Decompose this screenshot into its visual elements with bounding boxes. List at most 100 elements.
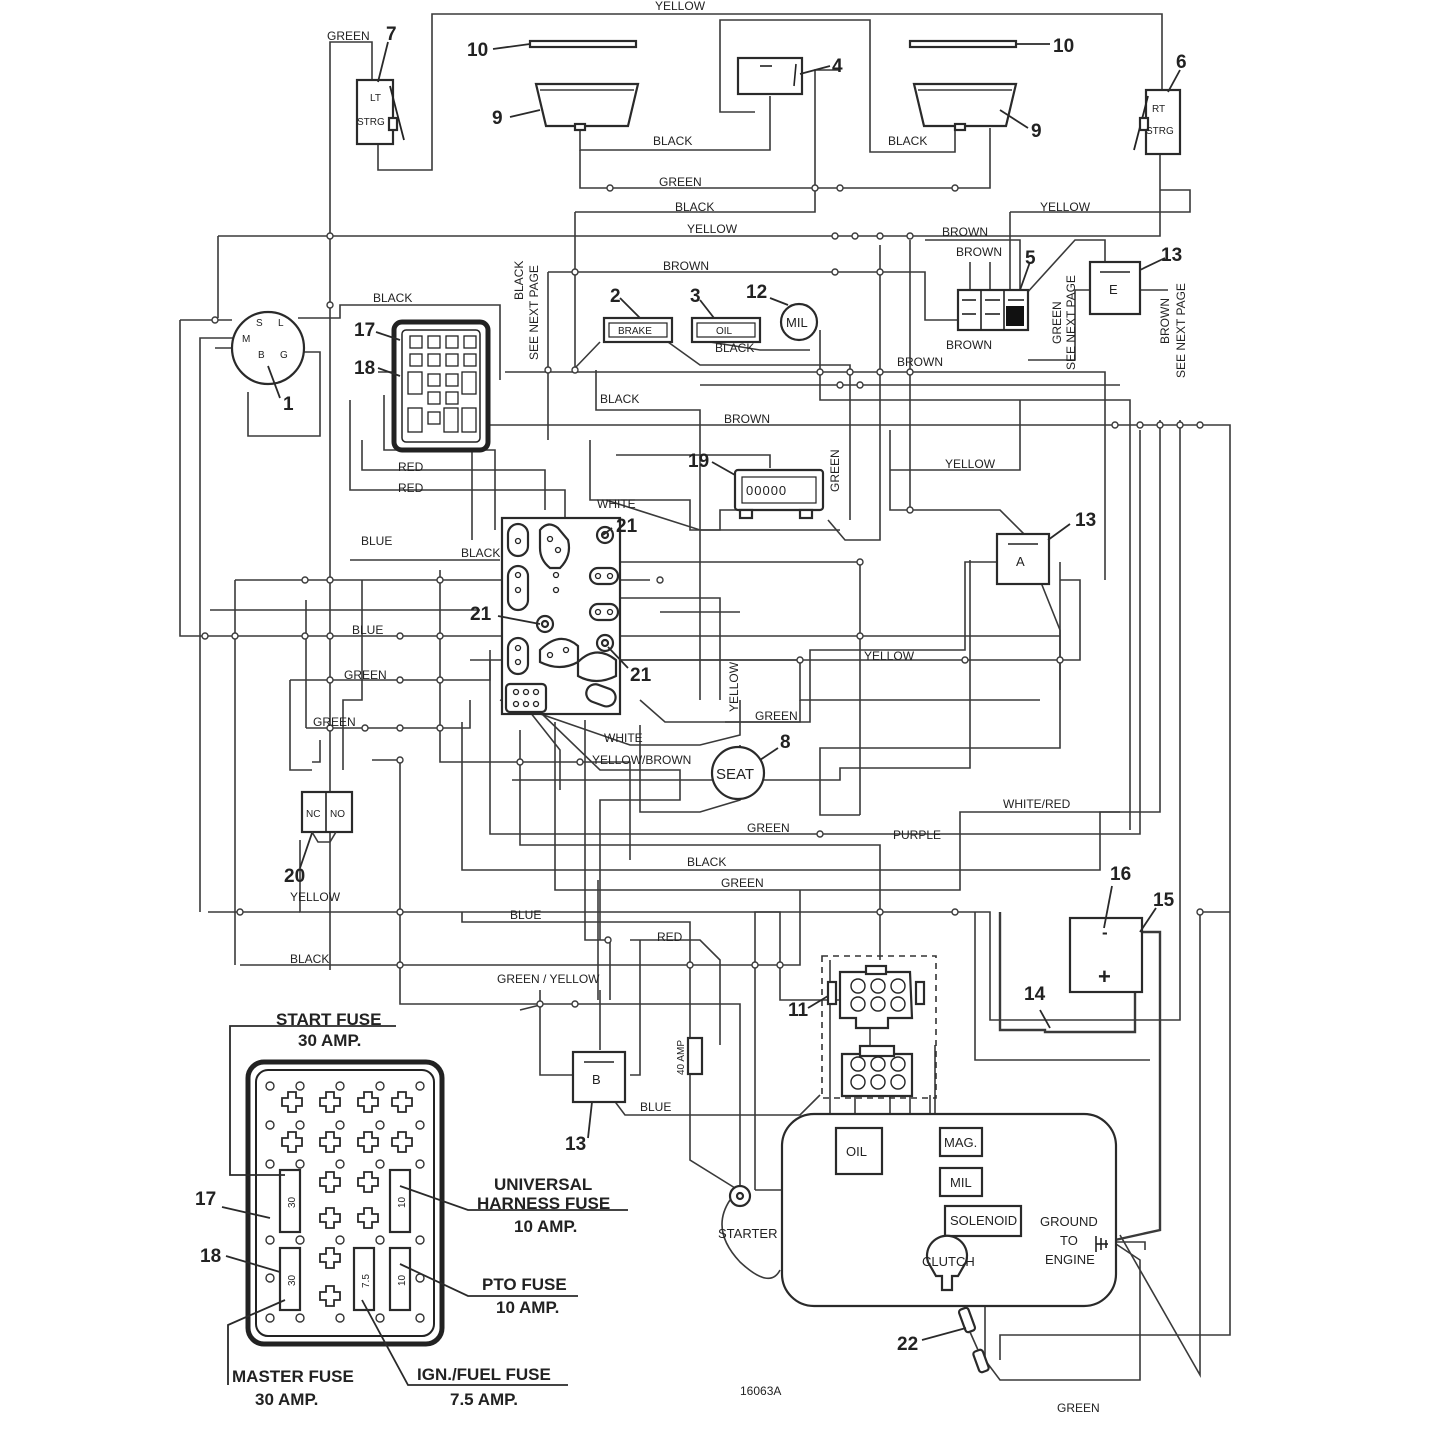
key-terminal-s: S <box>256 318 263 329</box>
switch-5 <box>956 288 1030 332</box>
fuse-universal-value: 10 <box>397 1196 408 1208</box>
wire-label: BROWN <box>663 259 709 273</box>
callout-number: 1 <box>283 394 294 415</box>
relay-a: A <box>995 532 1051 586</box>
relay-e: E <box>1088 260 1142 316</box>
callout-number: 18 <box>200 1246 221 1267</box>
relay-b: B <box>571 1050 627 1104</box>
clutch-connector <box>957 1306 990 1374</box>
callout-number: 20 <box>284 866 305 887</box>
callout-number: 17 <box>354 320 375 341</box>
drawing-number: 16063A <box>740 1384 781 1398</box>
headlight-9-left <box>534 82 640 132</box>
starter: STARTER <box>718 1184 781 1280</box>
wire-label: GREEN / YELLOW <box>497 972 600 986</box>
wire-label: YELLOW/BROWN <box>592 753 691 767</box>
oil-label: OIL <box>716 326 733 337</box>
wire-label: BLUE <box>510 908 541 922</box>
hour-meter: 00000 <box>733 468 825 520</box>
wire-label: BLACK <box>512 261 526 300</box>
wire-labels: YELLOW GREEN BLACK BLACK GREEN BLACK YEL… <box>290 0 1188 1415</box>
wire-label: BLACK <box>600 392 639 406</box>
callout-leaders <box>267 41 1181 1341</box>
callout-number: 5 <box>1025 248 1036 269</box>
fuse-ign-value: 7.5 <box>361 1274 372 1288</box>
callout-numbers: 1 2 3 4 5 6 7 8 9 9 10 10 11 12 13 13 13… <box>195 24 1187 1355</box>
callout-number: 15 <box>1153 890 1175 911</box>
rt-label: RT <box>1152 104 1165 115</box>
callout-number: 2 <box>610 286 621 307</box>
callout-number: 10 <box>1053 36 1074 57</box>
master-fuse-title: MASTER FUSE <box>232 1367 354 1386</box>
wire-label: BLACK <box>653 134 692 148</box>
no-label: NO <box>330 809 345 820</box>
callout-number: 8 <box>780 732 791 753</box>
engine-mag-label: MAG. <box>944 1135 977 1150</box>
key-switch: S L M B G <box>230 310 306 386</box>
relay-a-label: A <box>1016 554 1025 569</box>
key-terminal-g: G <box>280 350 288 361</box>
wire-label: WHITE/RED <box>1003 797 1071 811</box>
wire-label: YELLOW <box>687 222 738 236</box>
wire-label: BLACK <box>290 952 329 966</box>
callout-number: 13 <box>1161 245 1182 266</box>
nc-label: NC <box>306 809 320 820</box>
wire-label: RED <box>657 930 683 944</box>
wire-label: BLUE <box>361 534 392 548</box>
fuse-master-value: 30 <box>287 1274 298 1286</box>
lamp-10-left <box>528 39 638 49</box>
engine-oil-label: OIL <box>846 1144 867 1159</box>
wire-label: BLUE <box>352 623 383 637</box>
callout-number: 9 <box>492 108 503 129</box>
universal-fuse-amp: 10 AMP. <box>514 1217 577 1236</box>
callout-number: 18 <box>354 358 375 379</box>
universal-fuse-title-2: HARNESS FUSE <box>477 1194 610 1213</box>
wire-label: BLACK <box>675 200 714 214</box>
key-terminal-b: B <box>258 350 265 361</box>
wire-label: YELLOW <box>655 0 706 13</box>
lt-strg-label: STRG <box>357 117 385 128</box>
wire-label: WHITE <box>604 731 643 745</box>
lt-label: LT <box>370 93 381 104</box>
callout-number: 13 <box>565 1134 586 1155</box>
wire-label: BLACK <box>715 341 754 355</box>
callout-number: 21 <box>470 604 492 625</box>
brake-switch: BRAKE <box>602 316 674 344</box>
hour-meter-digits: 00000 <box>746 483 787 498</box>
fuse-40-label: 40 AMP <box>676 1040 687 1075</box>
callout-number: 21 <box>630 665 652 686</box>
ground-label-1: GROUND <box>1040 1214 1098 1229</box>
key-terminal-l: L <box>278 318 284 329</box>
wire-label: BROWN <box>956 245 1002 259</box>
wire-label: BROWN <box>897 355 943 369</box>
callout-number: 4 <box>832 56 843 77</box>
fuse-pto-value: 10 <box>397 1274 408 1286</box>
mil-light: MIL <box>779 302 819 342</box>
wire-label: SEE NEXT PAGE <box>527 265 541 360</box>
ground-label-2: TO <box>1060 1233 1078 1248</box>
callout-number: 22 <box>897 1334 918 1355</box>
rt-steering-switch: RT STRG <box>1133 88 1182 156</box>
connector-11 <box>821 955 937 1099</box>
wire-label: BROWN <box>724 412 770 426</box>
wire-label: BROWN <box>1158 298 1172 344</box>
ground-icon <box>1095 1236 1108 1252</box>
relay-e-label: E <box>1109 282 1118 297</box>
pto-fuse-title: PTO FUSE <box>482 1275 567 1294</box>
relay-b-label: B <box>592 1072 601 1087</box>
wire-label: SEE NEXT PAGE <box>1064 275 1078 370</box>
rt-strg-label: STRG <box>1146 126 1174 137</box>
wire-label: YELLOW <box>945 457 996 471</box>
callout-number: 9 <box>1031 121 1042 142</box>
callout-number: 17 <box>195 1189 216 1210</box>
callout-number: 12 <box>746 282 767 303</box>
seat-label: SEAT <box>716 766 754 783</box>
pto-switch <box>500 516 622 716</box>
start-fuse-title: START FUSE <box>276 1010 381 1029</box>
callout-number: 19 <box>688 451 709 472</box>
callout-number: 7 <box>386 24 397 45</box>
callout-number: 11 <box>788 1000 809 1021</box>
oil-light: OIL <box>690 316 762 344</box>
starter-label: STARTER <box>718 1226 777 1241</box>
key-terminal-m: M <box>242 334 250 345</box>
